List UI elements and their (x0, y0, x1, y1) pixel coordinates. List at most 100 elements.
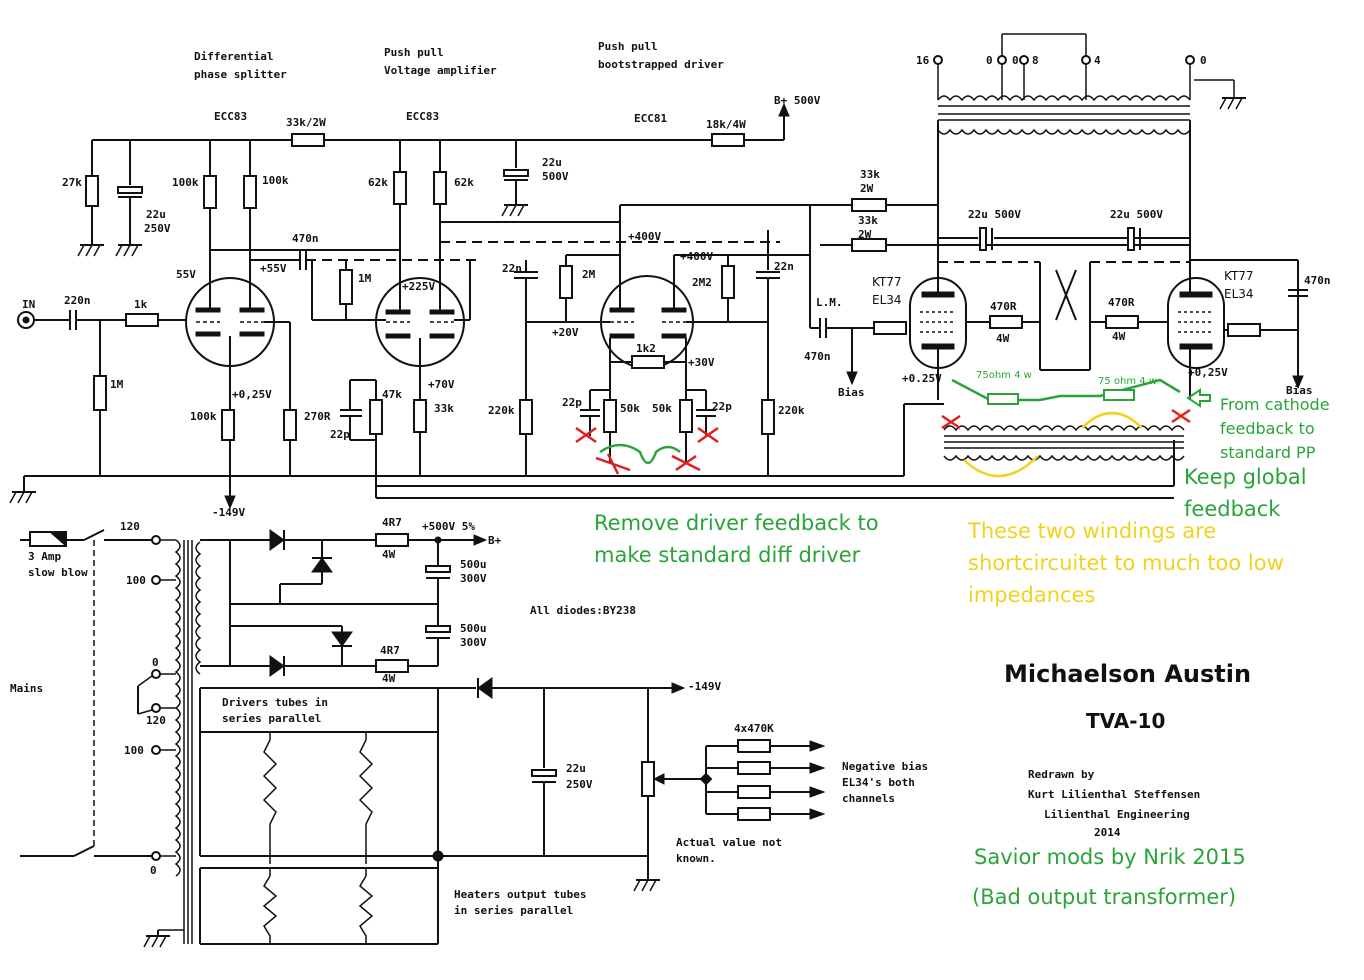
voltage-label: +0,25V (232, 388, 272, 401)
resistor-220k-b (761, 399, 775, 435)
component-label: L.M. (816, 296, 843, 309)
tap-0-terminal (997, 55, 1007, 65)
resistor-1k (125, 313, 159, 327)
component-label: 1k (134, 298, 148, 311)
diode-icon (269, 655, 285, 677)
tap-label: 120 (120, 520, 140, 533)
resistor-470r-a (989, 315, 1023, 329)
diode-icon (331, 631, 353, 647)
component-label: 50k (620, 402, 640, 415)
credit-line: 2014 (1094, 826, 1121, 839)
capacitor-22u-500v (503, 169, 529, 177)
ground-icon (9, 491, 36, 504)
component-label: 500u (460, 622, 487, 635)
tube-ecc83-splitter (185, 249, 480, 510)
credit-line: Kurt Lilienthal Steffensen (1028, 788, 1200, 801)
resistor-18k4w (711, 133, 745, 147)
component-label: 18k/4W (706, 118, 746, 131)
resistor-33k-2w-a (851, 198, 887, 212)
green-arrow-icon (1186, 388, 1211, 408)
component-label: 300V (460, 572, 487, 585)
annotation-windings: impedances (968, 583, 1095, 607)
component-label: 22u (146, 208, 166, 221)
potentiometer-bias[interactable] (641, 761, 655, 797)
ground-icon (1219, 97, 1246, 110)
bias-label: Bias (838, 386, 865, 399)
note-label: All diodes:BY238 (530, 604, 636, 617)
tap-8-terminal (1019, 55, 1029, 65)
resistor-470k-3 (737, 785, 771, 799)
red-cross-icon (595, 453, 631, 475)
note-label: Actual value not (676, 836, 782, 849)
component-label: 4R7 (380, 644, 400, 657)
tap-label: 0 (1012, 54, 1019, 67)
component-label: 500u (460, 558, 487, 571)
component-label: 33k/2W (286, 116, 326, 129)
voltage-label: +225V (402, 280, 435, 293)
component-label: 22u 500V (1110, 208, 1163, 221)
voltage-label: +20V (552, 326, 579, 339)
component-label: 470R (990, 300, 1017, 313)
voltage-label: B+ (488, 534, 502, 547)
tube-type-label: ECC81 (634, 112, 667, 125)
component-label: 1M (110, 378, 124, 391)
component-label: 2M2 (692, 276, 712, 289)
neg-supply-arrow-icon (224, 495, 236, 510)
resistor-33k2w (291, 133, 325, 147)
labels: Differential phase splitter Push pull Vo… (10, 40, 1331, 917)
component-label: 220n (64, 294, 91, 307)
annotation-savior: Savior mods by Nrik 2015 (974, 845, 1246, 869)
resistor-1m-input (93, 375, 107, 411)
red-cross-icon (1171, 408, 1191, 424)
ground-icon (501, 204, 528, 217)
component-label: 4W (996, 332, 1010, 345)
annotation-remove-feedback: make standard diff driver (594, 543, 861, 567)
tap-label: 16 (916, 54, 930, 67)
resistor-grid-stopper-a (873, 321, 907, 335)
tap-4-terminal (1081, 55, 1091, 65)
voltage-label: +70V (428, 378, 455, 391)
diode-icon (269, 529, 285, 551)
component-label: 470n (292, 232, 319, 245)
annotation-keep-feedback: feedback (1184, 497, 1281, 521)
component-label: 50k (652, 402, 672, 415)
schematic-title: Michaelson Austin (1004, 660, 1251, 688)
note-label: series parallel (222, 712, 321, 725)
heater-filament-icon (358, 739, 374, 864)
annotation-75ohm: 75ohm 4 w (976, 370, 1032, 381)
capacitor-22u-500v-a (979, 227, 987, 251)
component-label: 22u (542, 156, 562, 169)
component-label: 2W (858, 228, 872, 241)
component-label: 1k2 (636, 342, 656, 355)
model-name: TVA-10 (1086, 709, 1165, 733)
bplus-arrow-icon (778, 102, 790, 117)
note-label: channels (842, 792, 895, 805)
resistor-270r (283, 409, 297, 441)
component-label: 4W (382, 672, 396, 685)
component-label: 4W (1112, 330, 1126, 343)
component-label: 100k (172, 176, 199, 189)
fuse-label: 3 Amp (28, 550, 61, 563)
note-label: Drivers tubes in (222, 696, 328, 709)
component-label: 220k (488, 404, 515, 417)
tube-ecc81-driver (375, 204, 1175, 499)
component-label: 220k (778, 404, 805, 417)
resistor-100k-a (203, 175, 217, 209)
component-label: 22u (566, 762, 586, 775)
resistor-2m2 (721, 265, 735, 299)
input-label: IN (22, 298, 35, 311)
annotation-cathode-feedback: standard PP (1220, 443, 1316, 462)
voltage-label: +500V 5% (422, 520, 475, 533)
resistor-50k-a (603, 399, 617, 433)
bias-label: Bias (1286, 384, 1313, 397)
component-label: 470n (1304, 274, 1331, 287)
section-label: Push pull (384, 46, 444, 59)
section-label: Differential (194, 50, 273, 63)
output-stage (809, 120, 1308, 400)
tube-type-label: EL34 (1224, 287, 1254, 301)
resistor-4r7-a (375, 533, 409, 547)
resistor-470r-b (1105, 315, 1139, 329)
component-label: 62k (454, 176, 474, 189)
section-label: bootstrapped driver (598, 58, 724, 71)
